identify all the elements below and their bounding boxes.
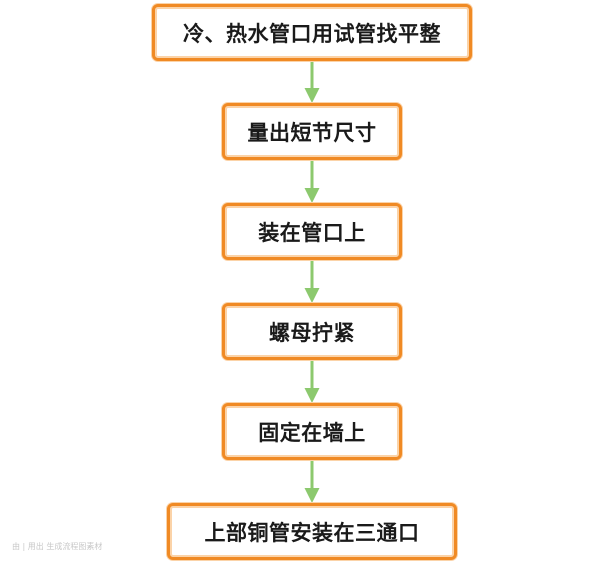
step-box-6: 上部铜管安装在三通口 bbox=[167, 503, 457, 560]
step-box-3: 装在管口上 bbox=[222, 203, 402, 260]
step-box-1: 冷、热水管口用试管找平整 bbox=[152, 4, 472, 61]
step-box-4: 螺母拧紧 bbox=[222, 303, 402, 360]
step-box-2: 量出短节尺寸 bbox=[222, 103, 402, 160]
watermark-text: 由 | 用出 生成流程图素材 bbox=[12, 542, 103, 551]
step-box-5: 固定在墙上 bbox=[222, 403, 402, 460]
